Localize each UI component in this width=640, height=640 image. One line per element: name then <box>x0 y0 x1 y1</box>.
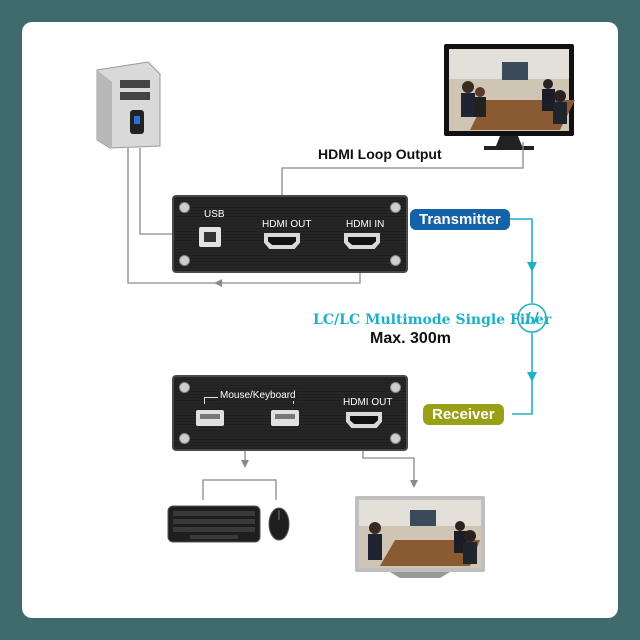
monitor-icon <box>444 44 575 150</box>
screw-icon <box>390 255 401 266</box>
rx-hdmi-out-port-icon <box>346 412 382 428</box>
arrow-down-icon <box>527 262 537 272</box>
usb-a-port-icon <box>196 410 224 426</box>
screw-icon <box>390 382 401 393</box>
hdmi-loop-label: HDMI Loop Output <box>318 146 442 162</box>
keyboard-icon <box>167 505 261 543</box>
screw-icon <box>179 202 190 213</box>
rx-hdmi-out-label: HDMI OUT <box>343 397 393 408</box>
screw-icon <box>179 433 190 444</box>
transmitter-unit: USB HDMI OUT HDMI IN <box>172 195 408 273</box>
mouse-keyboard-label: Mouse/Keyboard <box>218 390 298 401</box>
usb-b-port-icon <box>199 227 221 247</box>
usb-port-label: USB <box>204 209 225 220</box>
tv-icon <box>355 496 485 578</box>
mouse-icon <box>268 507 290 541</box>
pc-tower-icon <box>96 61 161 149</box>
screw-icon <box>179 255 190 266</box>
fiber-line <box>506 218 533 415</box>
transmitter-badge: Transmitter <box>410 209 510 230</box>
hdmi-out-label: HDMI OUT <box>262 219 312 230</box>
fiber-coupler-icon <box>517 303 547 333</box>
screw-icon <box>390 202 401 213</box>
arrow-down-icon <box>410 480 418 488</box>
hdmi-in-port-icon <box>344 233 380 249</box>
fiber-label: LC/LC Multimode Single Fiber <box>313 312 552 328</box>
receiver-badge: Receiver <box>423 404 504 425</box>
arrow-down-icon <box>527 372 537 382</box>
hdmi-out-port-icon <box>264 233 300 249</box>
usb-a-port-icon <box>271 410 299 426</box>
arrow-left-icon <box>214 279 222 287</box>
receiver-unit: Mouse/Keyboard HDMI OUT <box>172 375 408 451</box>
arrow-down-icon <box>241 460 249 468</box>
hdmi-in-label: HDMI IN <box>346 219 385 230</box>
screw-icon <box>390 433 401 444</box>
screw-icon <box>179 382 190 393</box>
distance-label: Max. 300m <box>370 330 451 347</box>
